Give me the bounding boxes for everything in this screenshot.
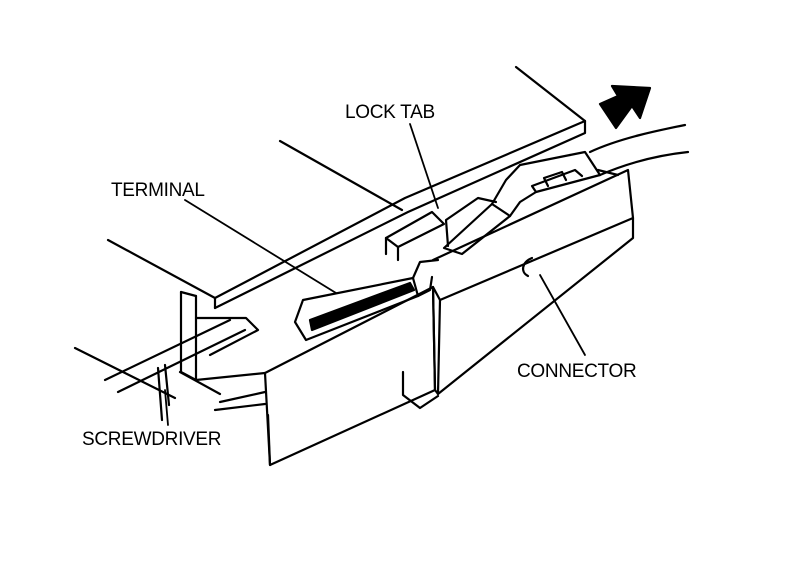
screwdriver-shape xyxy=(103,318,247,422)
terminal-shape xyxy=(293,196,512,342)
screwdriver-leader xyxy=(164,389,169,426)
terminal-leader xyxy=(184,199,337,294)
lock-tab-label: LOCK TAB xyxy=(345,102,435,123)
top-plate xyxy=(106,65,587,310)
channel-frame xyxy=(73,290,267,400)
wire-and-sleeve xyxy=(490,123,690,218)
connector-label: CONNECTOR xyxy=(517,361,636,382)
connector-body xyxy=(213,168,635,467)
terminal-label: TERMINAL xyxy=(111,180,205,201)
leader-lines xyxy=(164,123,586,426)
lock-tab-leader xyxy=(409,123,439,209)
arrow-icon xyxy=(598,84,652,130)
screwdriver-label: SCREWDRIVER xyxy=(82,429,221,450)
connector-leader xyxy=(539,274,586,356)
